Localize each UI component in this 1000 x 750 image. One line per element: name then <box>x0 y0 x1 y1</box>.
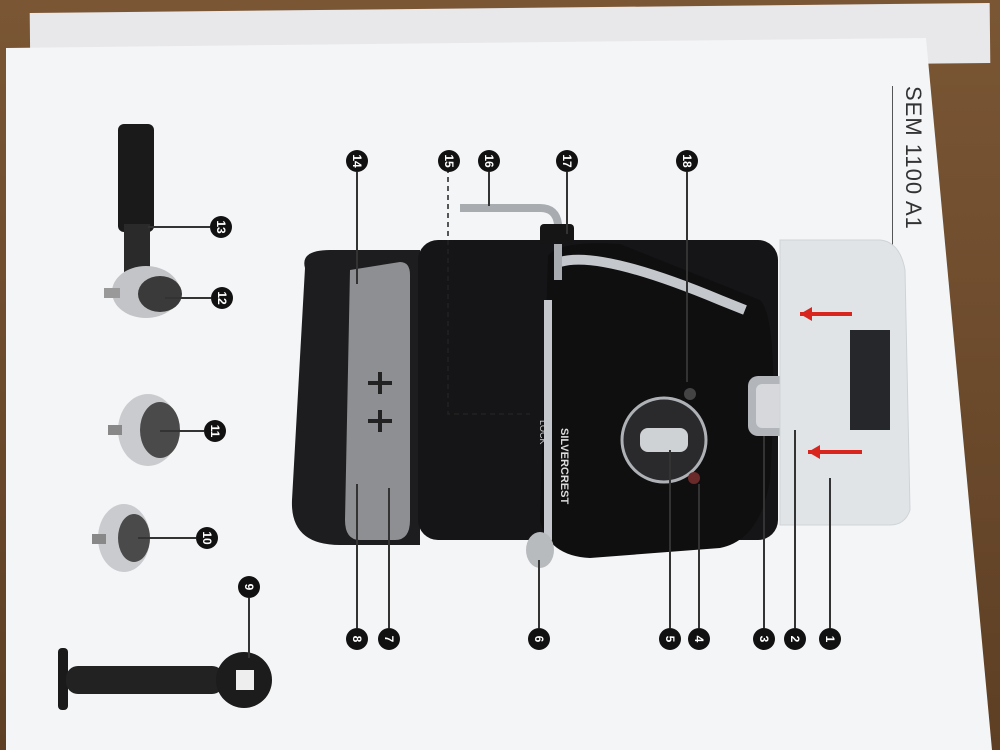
brand-logo: SILVERCREST <box>558 428 570 505</box>
callout-8: 8 <box>346 628 368 650</box>
model-divider <box>892 86 893 266</box>
leader-14 <box>356 172 358 284</box>
leader-16 <box>488 172 490 206</box>
tamper-illustration <box>58 648 272 710</box>
callout-14: 14 <box>346 150 368 172</box>
callout-1: 1 <box>819 628 841 650</box>
leader-2 <box>794 430 796 628</box>
leader-6 <box>538 560 540 628</box>
callout-2: 2 <box>784 628 806 650</box>
leader-13 <box>148 226 210 228</box>
espresso-machine <box>291 204 911 568</box>
callout-13: 13 <box>210 216 232 238</box>
callout-11: 11 <box>204 420 226 442</box>
callout-17: 17 <box>556 150 578 172</box>
lock-dashed-guide <box>447 168 530 415</box>
callout-15: 15 <box>438 150 460 172</box>
callout-12: 12 <box>211 287 233 309</box>
lock-label: LOCK <box>538 420 548 445</box>
leader-7 <box>388 488 390 628</box>
leader-4 <box>698 484 700 628</box>
leader-1 <box>829 478 831 628</box>
leader-18 <box>686 172 688 382</box>
leader-10 <box>138 537 196 539</box>
leader-11 <box>160 430 204 432</box>
portafilter-illustration <box>104 124 182 318</box>
filter-basket-double <box>92 504 150 572</box>
callout-16: 16 <box>478 150 500 172</box>
callout-6: 6 <box>528 628 550 650</box>
leader-5 <box>669 450 671 628</box>
leader-9 <box>248 598 250 658</box>
callout-18: 18 <box>676 150 698 172</box>
callout-3: 3 <box>753 628 775 650</box>
leader-17 <box>566 172 568 234</box>
callout-5: 5 <box>659 628 681 650</box>
callout-9: 9 <box>238 576 260 598</box>
callout-10: 10 <box>196 527 218 549</box>
leader-3 <box>763 436 765 628</box>
leader-12 <box>165 297 211 299</box>
leader-8 <box>356 484 358 628</box>
callout-7: 7 <box>378 628 400 650</box>
callout-4: 4 <box>688 628 710 650</box>
